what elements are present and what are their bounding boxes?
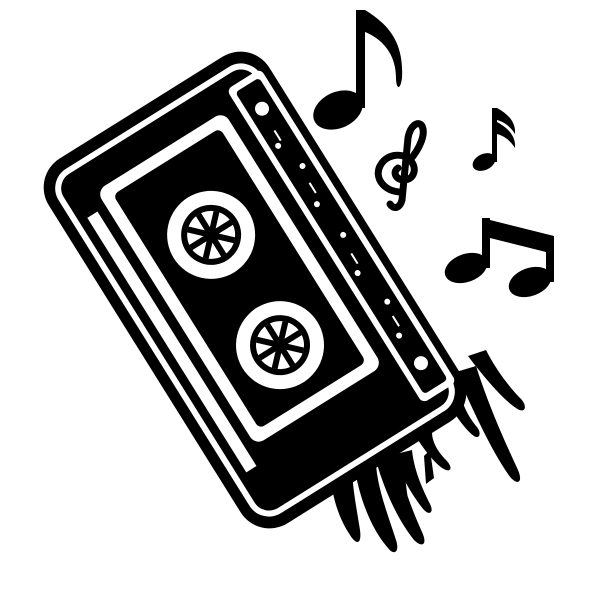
- cassette-tape-icon: [43, 51, 467, 529]
- sixteenth-note-icon: [472, 108, 516, 171]
- paint-drip-icon: [330, 350, 525, 553]
- left-reel-icon: [159, 182, 264, 287]
- right-reel-icon: [228, 293, 333, 398]
- beamed-eighth-notes-icon: [444, 218, 554, 298]
- treble-clef-icon: [374, 120, 427, 211]
- eighth-note-icon: [313, 10, 403, 130]
